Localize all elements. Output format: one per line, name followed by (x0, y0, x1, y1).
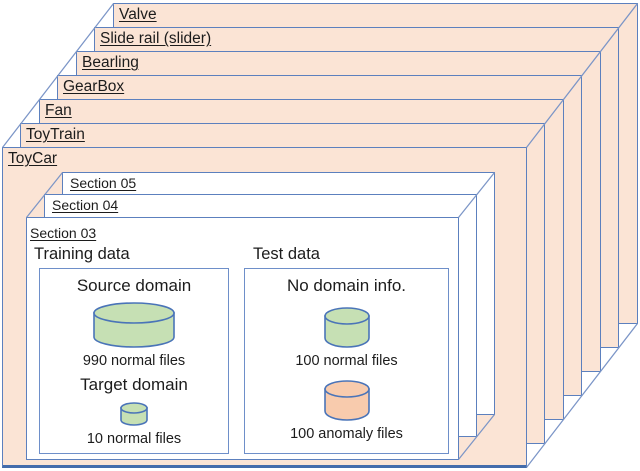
machine-card-label: ToyTrain (26, 126, 85, 143)
database-icon-source-normal (93, 302, 175, 348)
machine-card-label: Bearling (82, 54, 139, 71)
section-card-label: Section 04 (52, 197, 119, 213)
section-card-label: Section 05 (70, 175, 137, 191)
section-card-03: Section 03 Training data Test data Sourc… (26, 217, 459, 460)
machine-card-label: GearBox (63, 78, 125, 95)
section-card-label: Section 03 (30, 225, 97, 241)
no-domain-info-heading: No domain info. (286, 276, 407, 295)
test-anomaly-files-count: 100 anomaly files (290, 426, 403, 442)
source-domain-heading: Source domain (76, 276, 192, 295)
database-icon-target-normal (120, 402, 148, 426)
test-data-box: No domain info. 100 normal files 100 ano… (244, 268, 449, 454)
target-domain-heading: Target domain (80, 375, 188, 394)
machine-card-label: Fan (45, 102, 72, 119)
machine-card-label: Slide rail (slider) (100, 30, 212, 47)
test-normal-files-count: 100 normal files (295, 353, 398, 369)
machine-card-label: Valve (119, 6, 157, 23)
source-files-count: 990 normal files (82, 353, 186, 369)
target-files-count: 10 normal files (86, 431, 182, 447)
database-icon-test-anomaly (323, 380, 370, 421)
test-data-title: Test data (253, 245, 320, 263)
training-data-title: Training data (34, 245, 130, 263)
training-data-box: Source domain 990 normal files Target do… (39, 268, 229, 454)
machine-card-label: ToyCar (8, 150, 58, 167)
database-icon-test-normal (323, 307, 370, 348)
